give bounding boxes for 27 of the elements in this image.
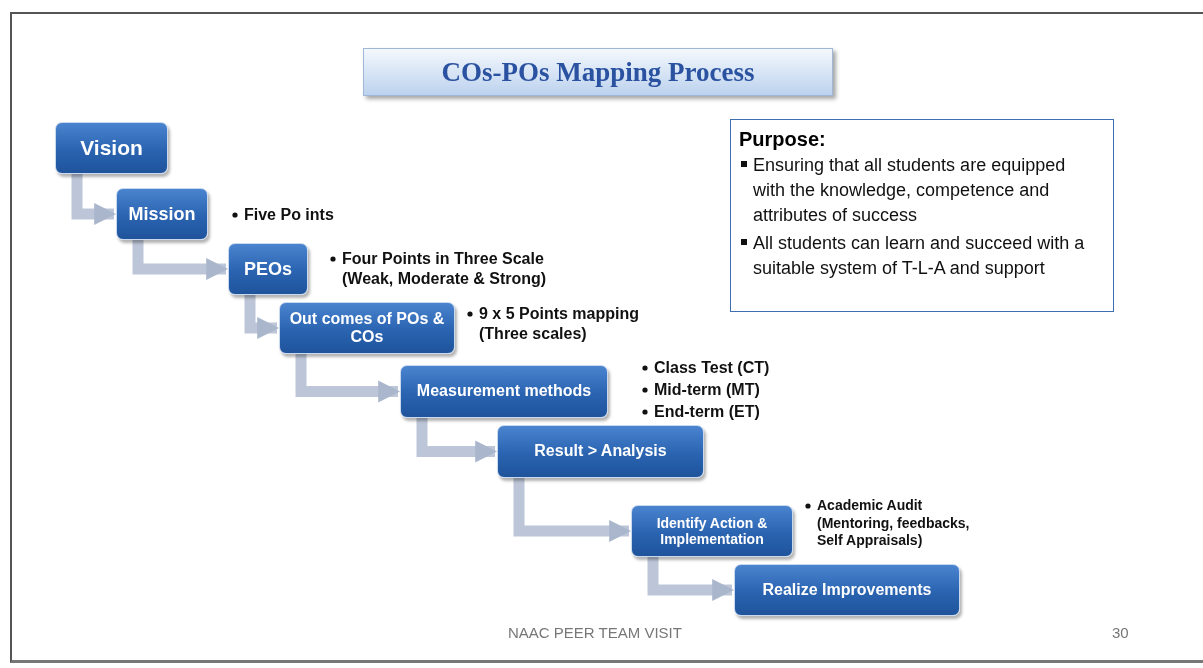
bent-arrow xyxy=(513,478,632,542)
panel-heading: Purpose: xyxy=(739,128,827,151)
bullet-text: Ensuring that all students are equipped with the knowledge, competence and attributes of success xyxy=(739,153,1087,229)
process-step: Realize Improvements xyxy=(734,564,960,616)
title-banner: COs-POs Mapping Process xyxy=(363,48,833,96)
process-step: Vision xyxy=(55,122,168,174)
bent-arrow xyxy=(647,557,735,601)
footer-text: NAAC PEER TEAM VISIT xyxy=(508,624,682,641)
bullet-note: Mid-term (MT) xyxy=(654,380,760,400)
bullet-note: End-term (ET) xyxy=(654,402,760,422)
bullet-note: Five Po ints xyxy=(244,205,334,225)
process-step: Measurement methods xyxy=(400,365,608,418)
bullet-note: Four Points in Three Scale (Weak, Moderate & Strong) xyxy=(342,249,548,289)
bullet-note: Academic Audit (Mentoring, feedbacks, Self Appraisals) xyxy=(817,497,971,550)
bent-arrow xyxy=(132,240,229,280)
page-number: 30 xyxy=(1112,624,1129,641)
bullet-text: All students can learn and succeed with a suitable system of T-L-A and support xyxy=(739,230,1087,281)
process-step: Result > Analysis xyxy=(497,425,704,478)
bent-arrow xyxy=(295,354,401,403)
bullet-note: Class Test (CT) xyxy=(654,358,770,378)
process-step: Out comes of POs & COs xyxy=(279,302,455,354)
bent-arrow xyxy=(244,295,280,339)
purpose-panel xyxy=(730,119,1114,312)
bullet-note: 9 x 5 Points mapping (Three scales) xyxy=(479,304,641,344)
process-step: PEOs xyxy=(228,243,308,295)
process-step: Identify Action & Implementation xyxy=(631,505,793,557)
process-step: Mission xyxy=(116,188,208,240)
